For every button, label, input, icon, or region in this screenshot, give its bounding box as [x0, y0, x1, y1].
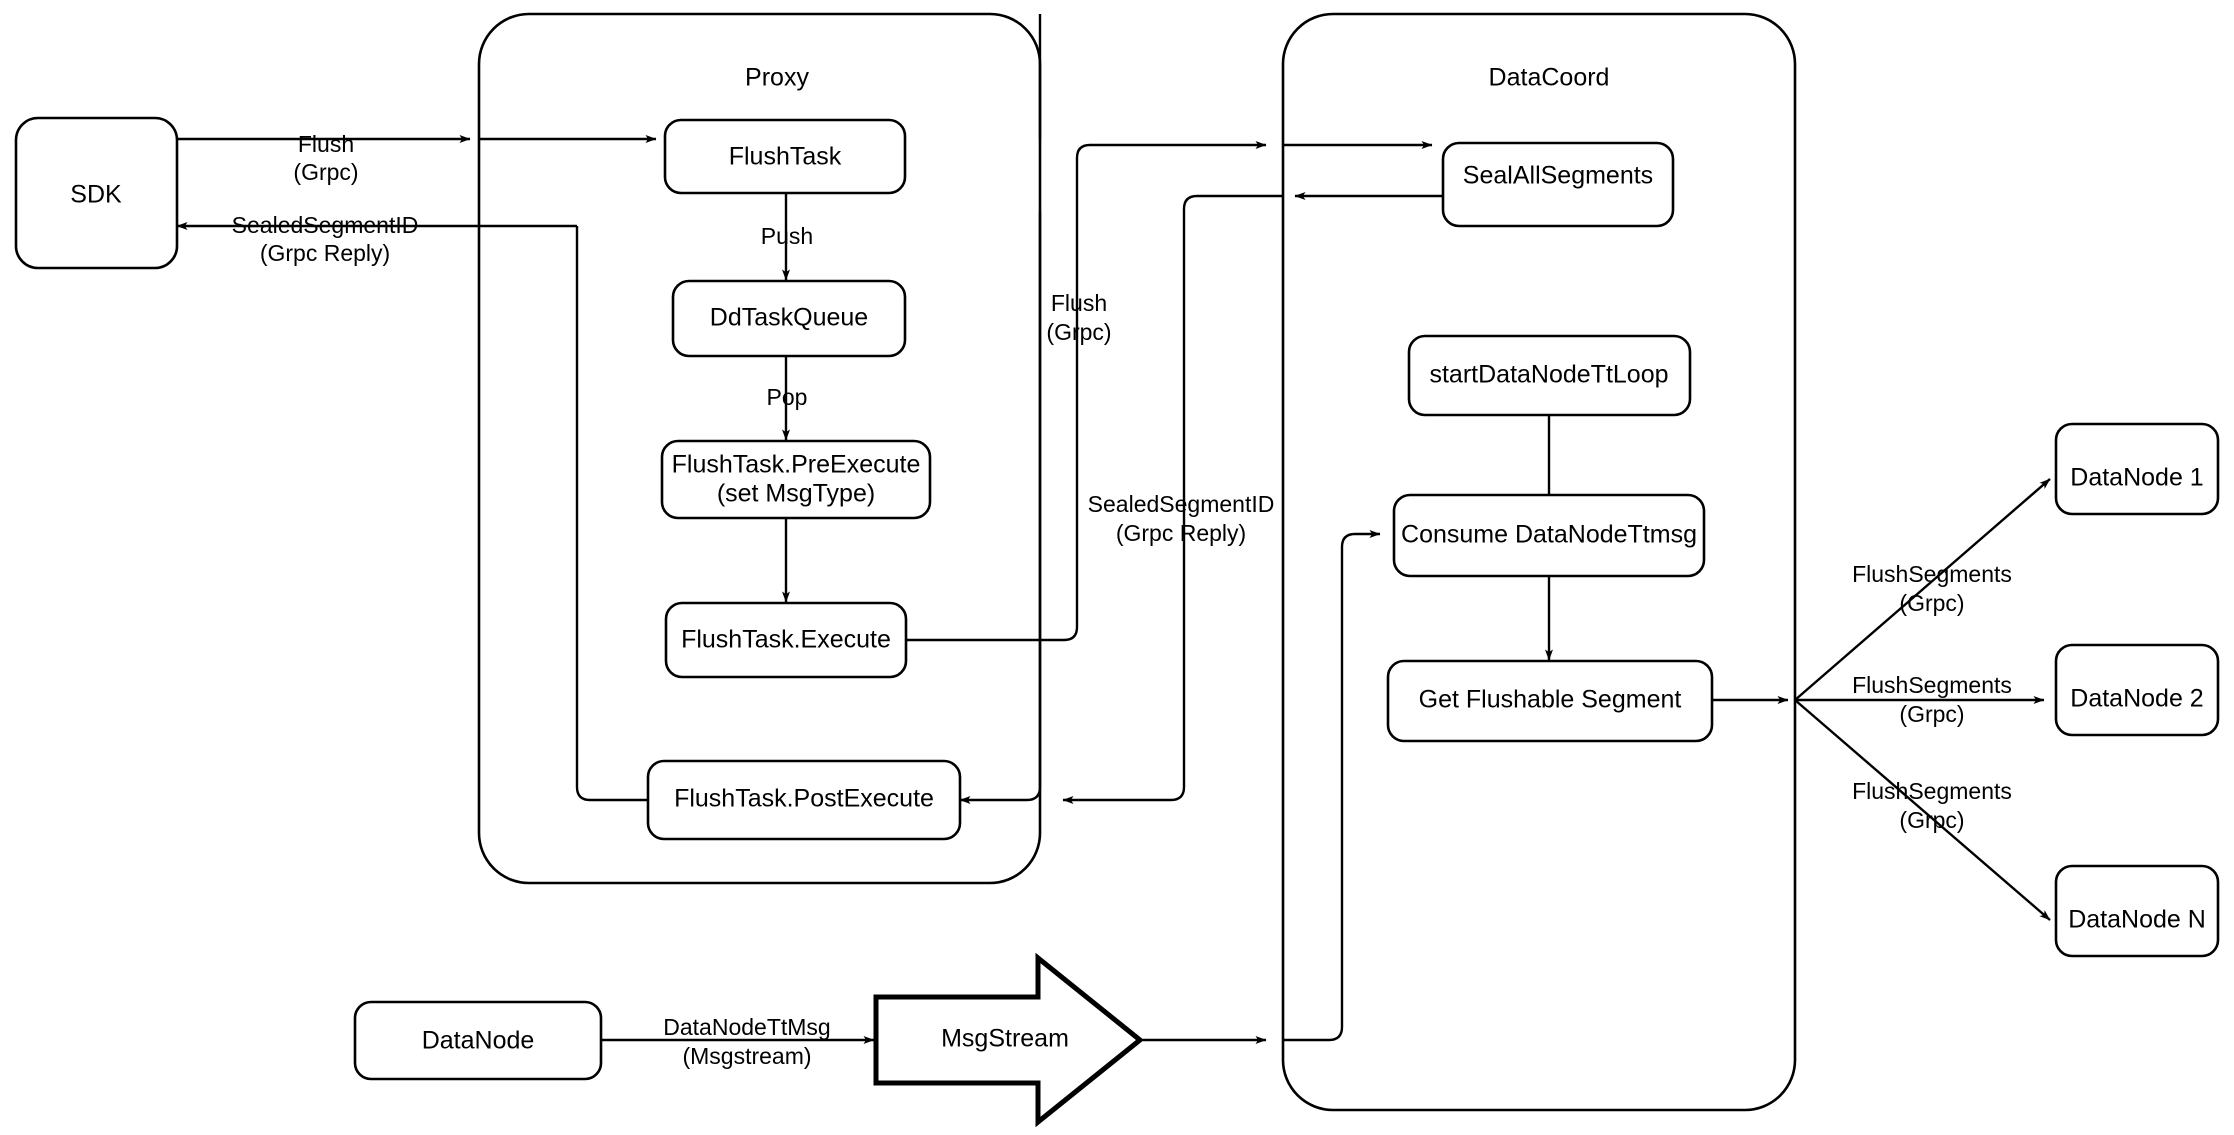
proxy-to-sdk-label-line2: (Grpc Reply)	[260, 240, 390, 266]
edge-proxy-right-riser-to-postexecute	[959, 212, 1042, 804]
getflushablesegment-box[interactable]	[1386, 659, 1714, 743]
edge-datacoord-to-postexecute-riser	[1062, 194, 1283, 804]
label-proxy-to-sdk: SealedSegmentID (Grpc Reply)	[232, 212, 419, 266]
node-consume-datanode-ttmsg[interactable]: Consume DataNodeTtmsg	[1392, 493, 1706, 578]
execute-label: FlushTask.Execute	[681, 626, 891, 654]
datanode2-label: DataNode 2	[2070, 685, 2203, 713]
datanode-tt-msg-label-line2: (Msgstream)	[682, 1043, 811, 1069]
consumedatanodettmsg-box[interactable]	[1392, 493, 1706, 578]
edge-datacoord-boundary-to-consume	[1283, 530, 1381, 1042]
push-label: Push	[761, 223, 813, 249]
label-flush-segments-2: FlushSegments (Grpc)	[1852, 672, 2012, 727]
container-datacoord: DataCoord	[1281, 12, 1797, 1112]
edge-postexecute-to-sdk-riser	[575, 226, 648, 802]
datacoord-container-label: DataCoord	[1489, 64, 1610, 92]
node-flush-task[interactable]: FlushTask	[663, 118, 907, 195]
preexecute-label-line1: FlushTask.PreExecute	[672, 451, 921, 479]
flush-segments-n-label-line2: (Grpc)	[1899, 807, 1964, 833]
node-flush-task-preexecute[interactable]: FlushTask.PreExecute (set MsgType)	[660, 439, 932, 520]
node-seal-all-segments[interactable]: SealAllSegments	[1441, 141, 1675, 228]
datanode-bottom-label: DataNode	[422, 1027, 535, 1055]
preexecute-label-line2: (set MsgType)	[717, 480, 875, 508]
flush-segments-1-label-line2: (Grpc)	[1899, 590, 1964, 616]
consumedatanodettmsg-label: Consume DataNodeTtmsg	[1401, 521, 1697, 549]
node-sdk[interactable]: SDK	[14, 116, 179, 270]
coord-to-proxy-label-line2: (Grpc Reply)	[1116, 520, 1246, 546]
flush-segments-2-label-line1: FlushSegments	[1852, 672, 2012, 698]
edge-junction-to-datanode-1	[1794, 478, 2051, 701]
sdk-label: SDK	[70, 181, 122, 209]
proxy-to-coord-label-line2: (Grpc)	[1046, 319, 1111, 345]
label-push: Push	[761, 223, 813, 249]
datanode-tt-msg-label-line1: DataNodeTtMsg	[663, 1014, 830, 1040]
label-coord-to-proxy: SealedSegmentID (Grpc Reply)	[1088, 491, 1275, 546]
datanode2-box[interactable]	[2054, 643, 2220, 737]
msgstream-label: MsgStream	[941, 1025, 1069, 1053]
sdk-box[interactable]	[14, 116, 179, 270]
ddtaskqueue-box[interactable]	[671, 279, 907, 358]
execute-box[interactable]	[664, 601, 908, 679]
node-datanode-n[interactable]: DataNode N	[2054, 864, 2220, 958]
ddtaskqueue-label: DdTaskQueue	[710, 304, 868, 332]
proxy-container-label: Proxy	[745, 64, 809, 92]
datanoden-box[interactable]	[2054, 864, 2220, 958]
datanode1-label: DataNode 1	[2070, 464, 2203, 492]
msgstream-arrow-shape[interactable]	[873, 952, 1144, 1128]
node-msgstream[interactable]: MsgStream	[873, 952, 1144, 1128]
startdatanodettloop-box[interactable]	[1407, 334, 1692, 417]
node-flush-task-execute[interactable]: FlushTask.Execute	[664, 601, 908, 679]
preexecute-box[interactable]	[660, 439, 932, 520]
pop-label: Pop	[767, 384, 808, 410]
sdk-to-proxy-label-line2: (Grpc)	[293, 159, 358, 185]
node-datanode-1[interactable]: DataNode 1	[2054, 422, 2220, 516]
postexecute-label: FlushTask.PostExecute	[674, 785, 934, 813]
label-datanode-tt-msg: DataNodeTtMsg (Msgstream)	[663, 1014, 830, 1069]
getflushablesegment-label: Get Flushable Segment	[1419, 686, 1682, 714]
node-start-datanode-tt-loop[interactable]: startDataNodeTtLoop	[1407, 334, 1692, 417]
label-flush-segments-1: FlushSegments (Grpc)	[1852, 561, 2012, 616]
flushtask-box[interactable]	[663, 118, 907, 195]
flush-segments-2-label-line2: (Grpc)	[1899, 701, 1964, 727]
label-pop: Pop	[767, 384, 808, 410]
datacoord-container-outline	[1281, 12, 1797, 1112]
label-proxy-to-coord: Flush (Grpc)	[1046, 290, 1111, 345]
node-dd-task-queue[interactable]: DdTaskQueue	[671, 279, 907, 358]
coord-to-proxy-label-line1: SealedSegmentID	[1088, 491, 1275, 517]
node-datanode-2[interactable]: DataNode 2	[2054, 643, 2220, 737]
node-flush-task-postexecute[interactable]: FlushTask.PostExecute	[646, 759, 962, 841]
sdk-to-proxy-label-line1: Flush	[298, 131, 354, 157]
label-flush-segments-n: FlushSegments (Grpc)	[1852, 778, 2012, 833]
edge-execute-to-datacoord-riser	[906, 141, 1267, 642]
label-sdk-to-proxy: Flush (Grpc)	[293, 131, 358, 185]
flushtask-label: FlushTask	[729, 143, 842, 171]
flush-segments-1-label-line1: FlushSegments	[1852, 561, 2012, 587]
postexecute-box[interactable]	[646, 759, 962, 841]
node-datanode-bottom[interactable]: DataNode	[353, 1000, 603, 1081]
datanode-bottom-box[interactable]	[353, 1000, 603, 1081]
node-get-flushable-segment[interactable]: Get Flushable Segment	[1386, 659, 1714, 743]
datanoden-label: DataNode N	[2068, 906, 2206, 934]
sealallsegments-label: SealAllSegments	[1463, 162, 1653, 190]
proxy-to-sdk-label-line1: SealedSegmentID	[232, 212, 419, 238]
flush-segments-n-label-line1: FlushSegments	[1852, 778, 2012, 804]
sealallsegments-box[interactable]	[1441, 141, 1675, 228]
proxy-to-coord-label-line1: Flush	[1051, 290, 1107, 316]
datanode1-box[interactable]	[2054, 422, 2220, 516]
edge-junction-to-datanode-n	[1794, 699, 2051, 921]
startdatanodettloop-label: startDataNodeTtLoop	[1429, 361, 1668, 389]
